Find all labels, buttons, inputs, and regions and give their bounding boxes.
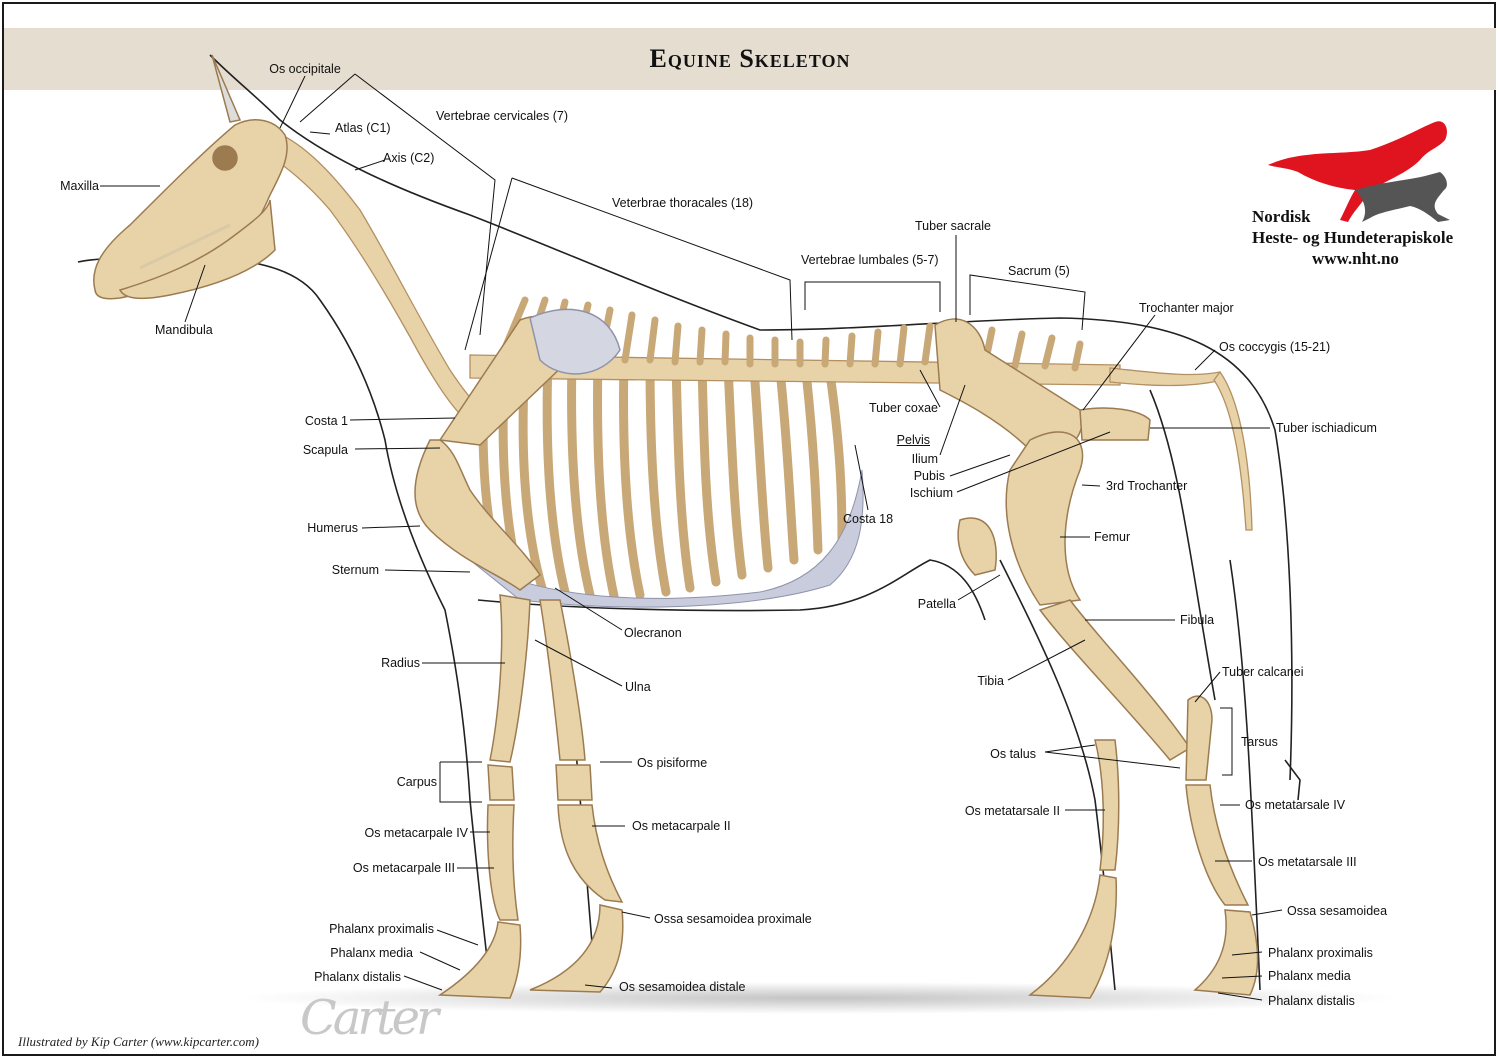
label-tuber-coxae: Tuber coxae <box>869 401 938 415</box>
label-os-talus: Os talus <box>990 747 1036 761</box>
label-ischium: Ischium <box>910 486 953 500</box>
label-phalanx-distalis-hind: Phalanx distalis <box>1268 994 1355 1008</box>
label-os-coccygis: Os coccygis (15-21) <box>1219 340 1330 354</box>
label-carpus: Carpus <box>397 775 437 789</box>
rib-cage <box>483 360 842 596</box>
organization-url[interactable]: www.nht.no <box>1252 248 1482 269</box>
label-os-metacarpale-iv: Os metacarpale IV <box>364 826 468 840</box>
label-os-metatarsale-iii: Os metatarsale III <box>1258 855 1357 869</box>
label-patella: Patella <box>918 597 956 611</box>
label-femur: Femur <box>1094 530 1130 544</box>
label-fibula: Fibula <box>1180 613 1214 627</box>
label-ulna: Ulna <box>625 680 651 694</box>
label-tuber-calcanei: Tuber calcanei <box>1222 665 1304 679</box>
label-pelvis: Pelvis <box>897 433 930 447</box>
label-phalanx-distalis-fore: Phalanx distalis <box>314 970 401 984</box>
label-scapula: Scapula <box>303 443 348 457</box>
label-ossa-sesamoidea: Ossa sesamoidea <box>1287 904 1387 918</box>
label-vertebrae-thoracales: Veterbrae thoracales (18) <box>612 196 753 210</box>
label-os-pisiforme: Os pisiforme <box>637 756 707 770</box>
label-ossa-sesamoidea-proximale: Ossa sesamoidea proximale <box>654 912 812 926</box>
label-costa-1: Costa 1 <box>305 414 348 428</box>
label-phalanx-media-hind: Phalanx media <box>1268 969 1351 983</box>
label-radius: Radius <box>381 656 420 670</box>
label-vertebrae-cervicales: Vertebrae cervicales (7) <box>436 109 568 123</box>
artist-signature: Carter <box>300 990 435 1046</box>
label-os-metatarsale-ii: Os metatarsale II <box>965 804 1060 818</box>
label-trochanter-major: Trochanter major <box>1139 301 1234 315</box>
label-humerus: Humerus <box>307 521 358 535</box>
label-tibia: Tibia <box>977 674 1004 688</box>
label-axis: Axis (C2) <box>383 151 434 165</box>
label-pubis: Pubis <box>914 469 945 483</box>
label-vertebrae-lumbales: Vertebrae lumbales (5-7) <box>801 253 939 267</box>
label-os-metacarpale-ii: Os metacarpale II <box>632 819 731 833</box>
label-os-occipitale: Os occipitale <box>269 62 341 76</box>
label-atlas: Atlas (C1) <box>335 121 391 135</box>
label-3rd-trochanter: 3rd Trochanter <box>1106 479 1187 493</box>
illustration-credit: Illustrated by Kip Carter (www.kipcarter… <box>18 1034 259 1050</box>
label-tuber-ischiadicum: Tuber ischiadicum <box>1276 421 1377 435</box>
label-mandibula: Mandibula <box>155 323 213 337</box>
label-tuber-sacrale: Tuber sacrale <box>915 219 991 233</box>
hindlimb <box>935 319 1258 998</box>
label-os-metacarpale-iii: Os metacarpale III <box>353 861 455 875</box>
skull <box>94 55 287 299</box>
label-phalanx-proximalis-fore: Phalanx proximalis <box>329 922 434 936</box>
organization-line-2: Heste- og Hundeterapiskole <box>1252 227 1482 248</box>
label-os-metatarsale-iv: Os metatarsale IV <box>1245 798 1345 812</box>
organization-line-1: Nordisk <box>1252 206 1482 227</box>
label-tarsus: Tarsus <box>1241 735 1278 749</box>
label-ilium: Ilium <box>912 452 938 466</box>
label-costa-18: Costa 18 <box>843 512 893 526</box>
label-phalanx-proximalis-hind: Phalanx proximalis <box>1268 946 1373 960</box>
label-maxilla: Maxilla <box>60 179 99 193</box>
label-sacrum: Sacrum (5) <box>1008 264 1070 278</box>
label-olecranon: Olecranon <box>624 626 682 640</box>
label-sternum: Sternum <box>332 563 379 577</box>
organization-block: Nordisk Heste- og Hundeterapiskole www.n… <box>1252 206 1482 269</box>
label-phalanx-media-fore: Phalanx media <box>330 946 413 960</box>
label-os-sesamoidea-distale: Os sesamoidea distale <box>619 980 745 994</box>
